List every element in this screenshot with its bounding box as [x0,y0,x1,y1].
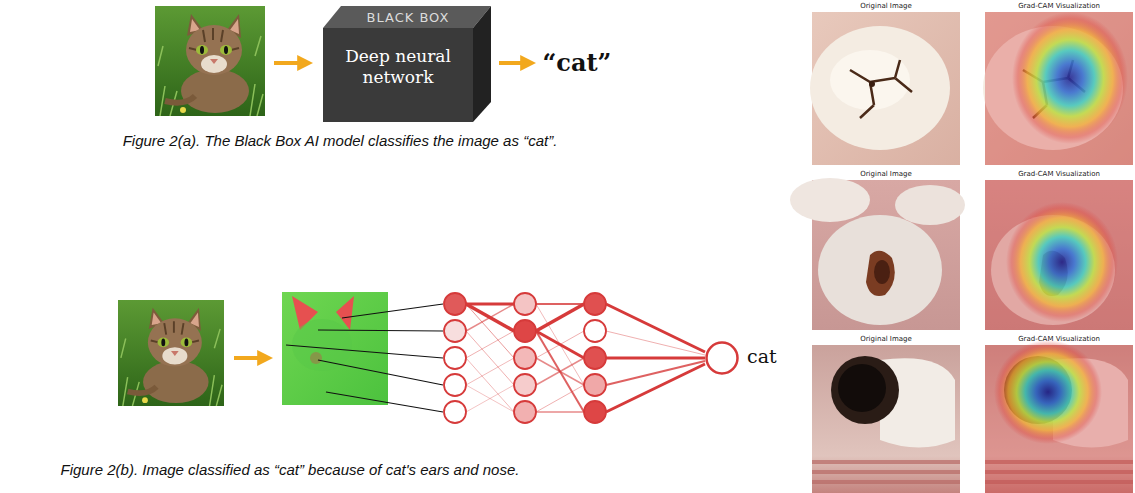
panel-title: Original Image [860,2,912,10]
box-side [473,6,491,122]
panel-title: Original Image [860,170,912,178]
tooth-photo [790,178,965,330]
panel-title: Grad-CAM Visualization [1018,2,1100,10]
tooth-photo [810,12,960,165]
figure-caption: Figure 2(b). Image classified as “cat” b… [61,461,520,478]
figure-caption: Figure 2(a). The Black Box AI model clas… [123,132,558,149]
circle-shape [707,343,738,374]
output-class: “cat” [543,48,612,77]
output-label: cat [747,345,807,367]
cat-photo [118,300,224,406]
neuron [444,293,606,423]
black-box: BLACK BOX Deep neural network [323,6,491,122]
panel-title: Grad-CAM Visualization [1018,335,1100,343]
box-front [323,28,473,122]
gradcam-overlay [983,12,1133,165]
tooth-photo [812,345,960,493]
cat-photo [155,6,265,116]
output-neuron: cat [705,341,739,375]
box-heading: BLACK BOX [343,10,473,25]
box-top [323,6,491,28]
panel-title: Original Image [860,335,912,343]
gradcam-overlay [985,340,1133,493]
box-label: Deep neural network [327,46,469,89]
gradcam-overlay [985,180,1133,330]
feature-line [286,304,443,412]
circle-outline [705,341,739,375]
network-connection [466,304,705,412]
panel-title: Grad-CAM Visualization [1018,170,1100,178]
